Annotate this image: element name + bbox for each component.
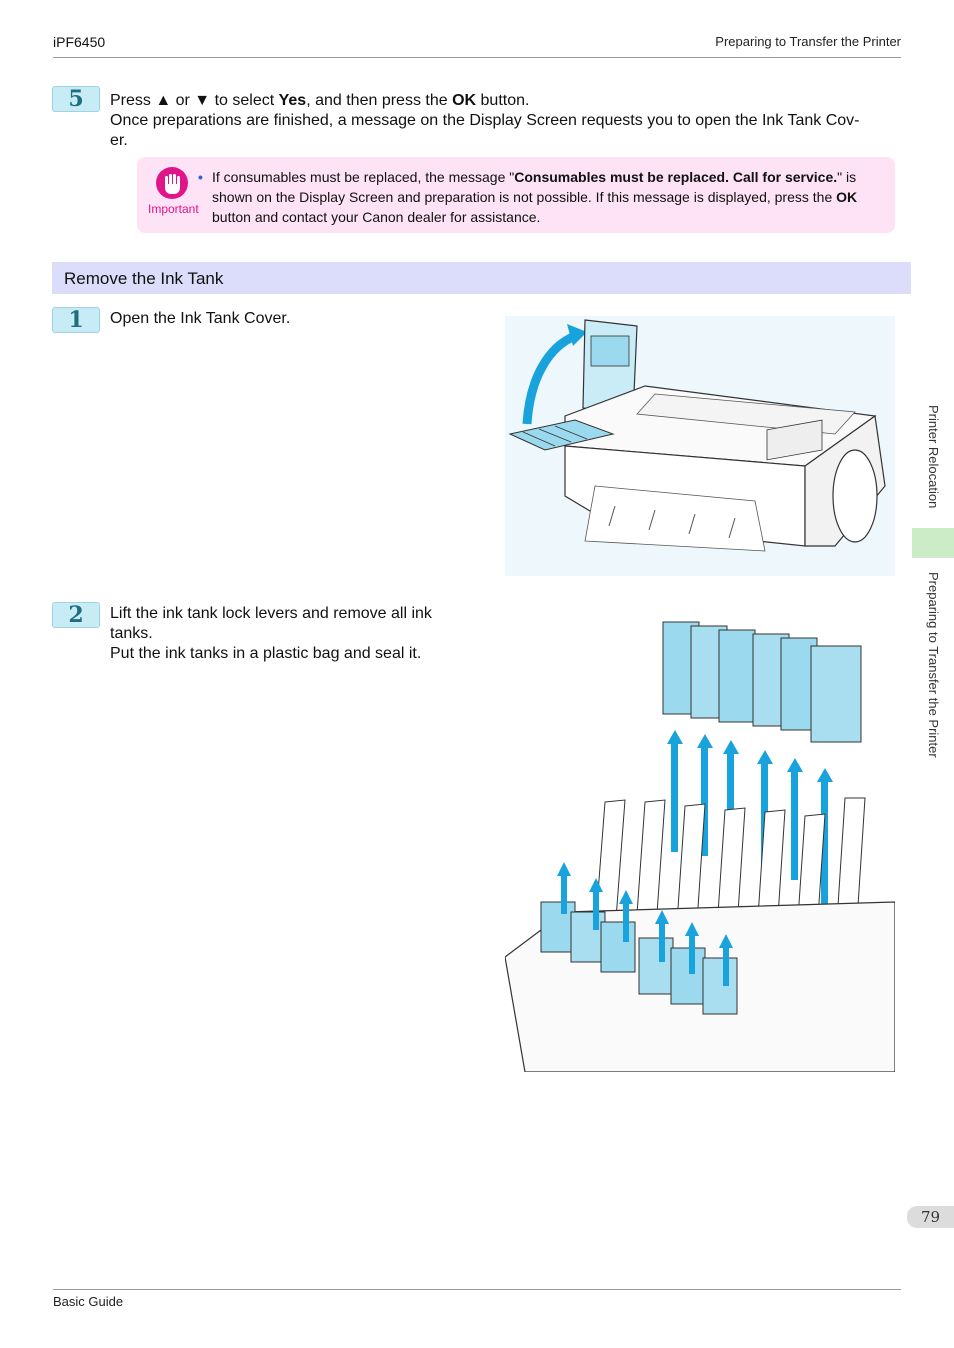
hand-stop-icon (156, 167, 188, 199)
header-model: iPF6450 (53, 34, 106, 50)
step-2-line-1: Lift the ink tank lock levers and remove… (110, 605, 432, 622)
ink-tank-removal-illustration (505, 621, 895, 1072)
footer-title: Basic Guide (53, 1294, 124, 1309)
step-1-badge: 1 (52, 307, 100, 333)
side-tab-printer-relocation[interactable]: Printer Relocation (926, 405, 941, 509)
important-box (137, 157, 895, 233)
step-5-line-2: Once preparations are finished, a messag… (110, 112, 860, 129)
step-5-line-1: Press ▲ or ▼ to select Yes, and then pre… (110, 92, 530, 109)
bullet-icon: • (198, 169, 203, 185)
section-title: Remove the Ink Tank (64, 269, 224, 288)
section-bar (52, 262, 911, 294)
step-1-text: Open the Ink Tank Cover. (110, 310, 291, 327)
step-5-text: Press ▲ or ▼ to select Yes, and then pre… (110, 91, 900, 151)
step-2-line-3: Put the ink tanks in a plastic bag and s… (110, 645, 422, 662)
footer-rule (53, 1289, 901, 1290)
side-tab-active-marker (912, 528, 954, 558)
step-2-line-2: tanks. (110, 625, 153, 642)
step-5-line-3: er. (110, 132, 128, 149)
important-text: •If consumables must be replaced, the me… (198, 169, 858, 225)
header-section: Preparing to Transfer the Printer (715, 34, 901, 49)
page-number: 79 (907, 1206, 954, 1228)
step-5-badge: 5 (52, 86, 100, 112)
step-2-badge: 2 (52, 602, 100, 628)
header-rule (53, 57, 901, 58)
important-label: Important (148, 202, 199, 216)
side-tab-preparing-transfer[interactable]: Preparing to Transfer the Printer (926, 572, 941, 758)
printer-open-cover-illustration (505, 316, 895, 576)
step-2-text: Lift the ink tank lock levers and remove… (110, 604, 470, 664)
